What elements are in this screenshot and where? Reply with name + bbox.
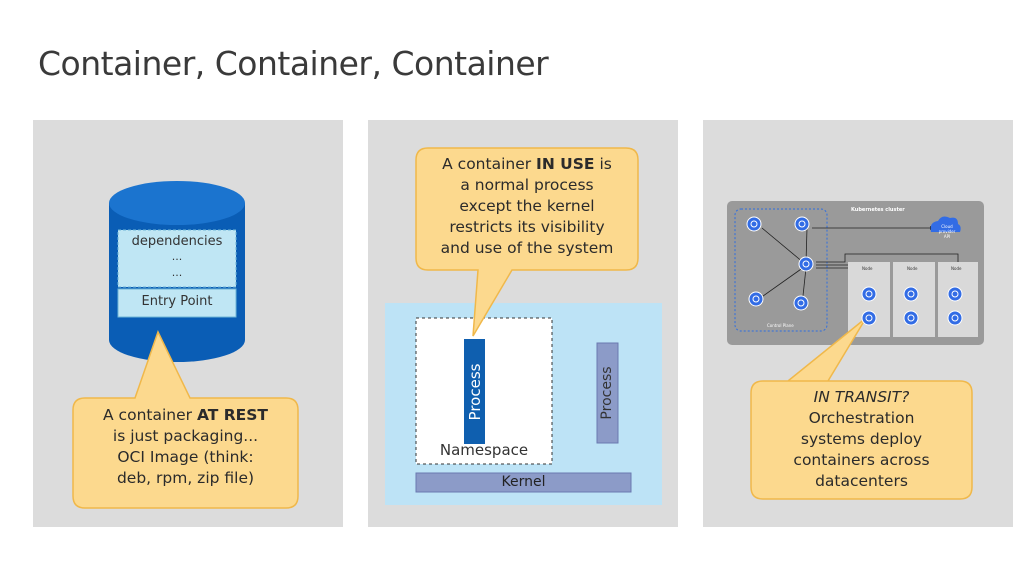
in-use-callout-bubble <box>415 147 639 337</box>
process-outer-bar <box>596 342 619 444</box>
process-inner-bar <box>464 339 485 444</box>
cylinder-dependencies: dependencies <box>131 234 223 249</box>
at-rest-emphasis: AT REST <box>196 406 268 424</box>
in-use-text: A container IN USE is a normal process e… <box>440 155 614 257</box>
kubernetes-component-icon <box>903 286 919 302</box>
kubernetes-component-icon <box>947 310 963 326</box>
process-inner-label: Process <box>466 363 484 421</box>
cylinder-ellipsis-1: ... <box>171 250 183 263</box>
kubernetes-component-icon <box>746 216 762 232</box>
kubernetes-cluster-diagram <box>727 201 984 345</box>
slide-title: Container, Container, Container <box>38 44 549 83</box>
kubernetes-component-icon <box>793 295 809 311</box>
in-transit-callout-bubble <box>750 317 973 500</box>
cluster-title: Kubernetes cluster <box>851 207 905 213</box>
at-rest-callout-bubble <box>72 330 299 509</box>
control-plane-label: Control Plane <box>767 323 794 328</box>
node-label-2: Node <box>907 266 918 271</box>
kubernetes-component-icon <box>798 256 814 272</box>
cylinder-entry-point: Entry Point <box>141 294 213 309</box>
kubernetes-component-icon <box>903 310 919 326</box>
process-outer-label: Process <box>599 366 615 420</box>
kubernetes-component-icon <box>794 216 810 232</box>
kernel-bar <box>415 472 632 493</box>
kubernetes-component-icon <box>861 286 877 302</box>
cloud-provider-label: Cloud provider API <box>938 224 956 239</box>
node-label-1: Node <box>862 266 873 271</box>
kubernetes-component-icon <box>861 310 877 326</box>
namespace-label: Namespace <box>439 441 529 459</box>
kubernetes-component-icon <box>748 291 764 307</box>
at-rest-text: A container AT REST is just packaging...… <box>103 406 268 487</box>
in-transit-text: IN TRANSIT? Orchestration systems deploy… <box>751 387 972 492</box>
kubernetes-component-icon <box>947 286 963 302</box>
container-image-cylinder <box>109 181 245 362</box>
node-label-3: Node <box>951 266 962 271</box>
in-transit-heading: IN TRANSIT? <box>813 388 910 406</box>
in-use-emphasis: IN USE <box>536 155 595 173</box>
cylinder-ellipsis-2: ... <box>171 266 183 279</box>
kernel-label: Kernel <box>501 474 546 490</box>
